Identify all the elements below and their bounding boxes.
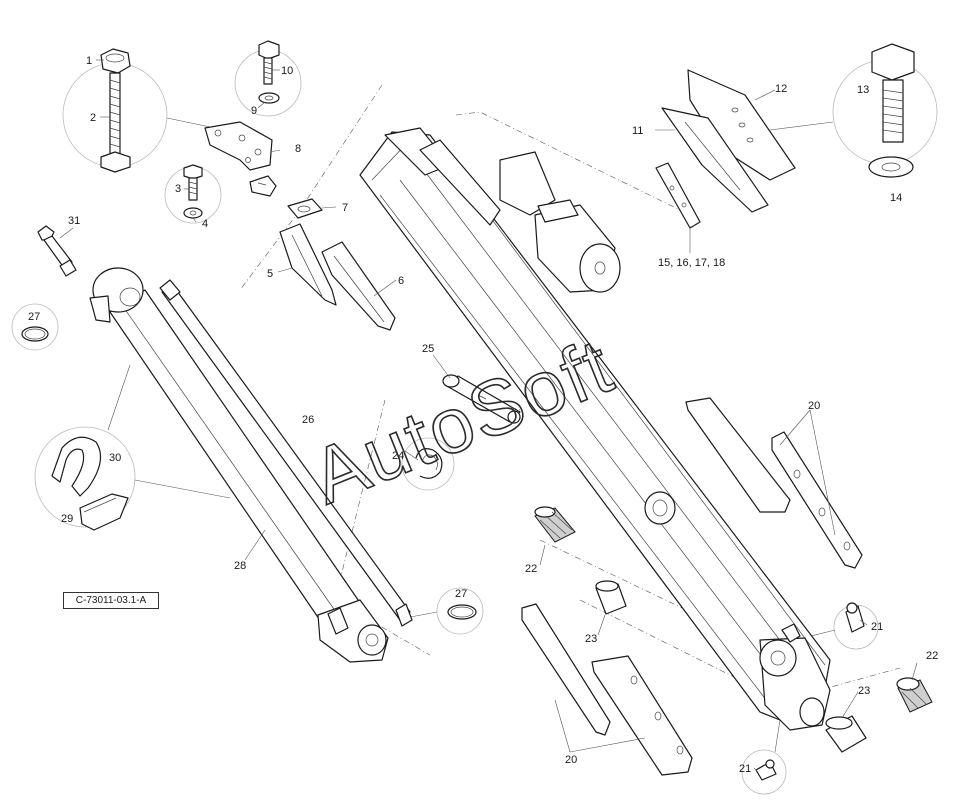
label-24: 24 bbox=[392, 450, 404, 462]
washer-part-14 bbox=[868, 156, 914, 178]
label-6: 6 bbox=[398, 275, 404, 287]
detail-circle-ring-27-bottom bbox=[436, 587, 484, 635]
clip-piece bbox=[249, 175, 277, 197]
bushing-part-22-bottom bbox=[896, 677, 933, 713]
label-27-bottom: 27 bbox=[455, 588, 467, 600]
label-10: 10 bbox=[281, 65, 293, 77]
piston-rod bbox=[159, 279, 413, 627]
part-labels: 1 2 10 9 8 3 4 7 5 6 31 27 30 29 28 27 2… bbox=[28, 55, 938, 775]
grease-fitting-part-21-top bbox=[845, 602, 865, 633]
watermark-text: AutoSoft bbox=[300, 321, 625, 521]
plate-part-11 bbox=[661, 107, 769, 213]
shims-part-15-18 bbox=[655, 162, 701, 229]
pin-part-25 bbox=[442, 374, 521, 424]
label-15-18: 15, 16, 17, 18 bbox=[658, 257, 725, 269]
wear-strip-part-20-b bbox=[771, 431, 863, 569]
label-23-bottom: 23 bbox=[858, 685, 870, 697]
watermark: AutoSoft bbox=[299, 320, 626, 521]
label-30: 30 bbox=[109, 452, 121, 464]
label-20-bottom: 20 bbox=[565, 754, 577, 766]
nut-part-1 bbox=[100, 48, 131, 74]
wear-strip-part-20-c bbox=[521, 603, 611, 736]
label-23-top: 23 bbox=[585, 633, 597, 645]
label-31: 31 bbox=[68, 215, 80, 227]
label-27-top: 27 bbox=[28, 311, 40, 323]
ring-part-27-bottom bbox=[447, 604, 477, 620]
label-21-bottom: 21 bbox=[739, 763, 751, 775]
drawing-reference-box: C-73011-03.1-A bbox=[63, 592, 159, 609]
label-13: 13 bbox=[857, 84, 869, 96]
label-2: 2 bbox=[90, 112, 96, 124]
detail-circle-fitting-21-bottom bbox=[741, 749, 787, 795]
fitting-part-31 bbox=[37, 225, 77, 277]
label-21-top: 21 bbox=[871, 621, 883, 633]
clamp-block-part-29 bbox=[79, 493, 129, 531]
plate-part-7 bbox=[287, 198, 323, 219]
label-9: 9 bbox=[251, 105, 257, 117]
clamp-part-30 bbox=[51, 436, 102, 497]
label-3: 3 bbox=[175, 183, 181, 195]
bolt-part-13 bbox=[871, 43, 915, 143]
label-8: 8 bbox=[295, 143, 301, 155]
label-leaders bbox=[59, 59, 918, 773]
detail-circle-clamp-30 bbox=[34, 426, 136, 528]
bolt-part-2 bbox=[100, 72, 131, 173]
label-22-top: 22 bbox=[525, 563, 537, 575]
bracket-plate-part-8 bbox=[204, 121, 273, 171]
washer-part-9 bbox=[258, 92, 280, 104]
label-12: 12 bbox=[775, 83, 787, 95]
bolt-part-3 bbox=[183, 164, 203, 201]
label-4: 4 bbox=[202, 218, 208, 230]
wear-strip-part-20-a bbox=[685, 397, 791, 513]
label-26: 26 bbox=[302, 414, 314, 426]
label-29: 29 bbox=[61, 513, 73, 525]
retaining-ring-part-24 bbox=[415, 448, 443, 479]
bushing-part-23-top bbox=[595, 580, 627, 615]
wear-strip-part-6 bbox=[321, 241, 396, 331]
label-14: 14 bbox=[890, 192, 902, 204]
washer-part-4 bbox=[183, 207, 203, 219]
bushing-part-22-top bbox=[534, 506, 576, 543]
label-1: 1 bbox=[86, 55, 92, 67]
detail-circle-ring-24 bbox=[401, 437, 455, 491]
plate-part-12 bbox=[687, 69, 796, 181]
label-11: 11 bbox=[632, 125, 643, 137]
label-22-bottom: 22 bbox=[926, 650, 938, 662]
bolt-part-10 bbox=[258, 40, 280, 85]
ring-part-27-top bbox=[21, 326, 49, 342]
detail-circle-ring-27-top bbox=[11, 303, 59, 351]
label-20-top: 20 bbox=[808, 400, 820, 412]
bushing-part-23-bottom bbox=[825, 715, 867, 753]
main-boom bbox=[359, 127, 831, 731]
wear-strip-part-20-d bbox=[591, 655, 693, 776]
grease-fitting-part-21-bottom bbox=[755, 759, 777, 781]
hydraulic-cylinder-part-28 bbox=[89, 267, 389, 663]
label-5: 5 bbox=[267, 268, 273, 280]
label-25: 25 bbox=[422, 343, 434, 355]
label-7: 7 bbox=[342, 202, 348, 214]
label-28: 28 bbox=[234, 560, 246, 572]
